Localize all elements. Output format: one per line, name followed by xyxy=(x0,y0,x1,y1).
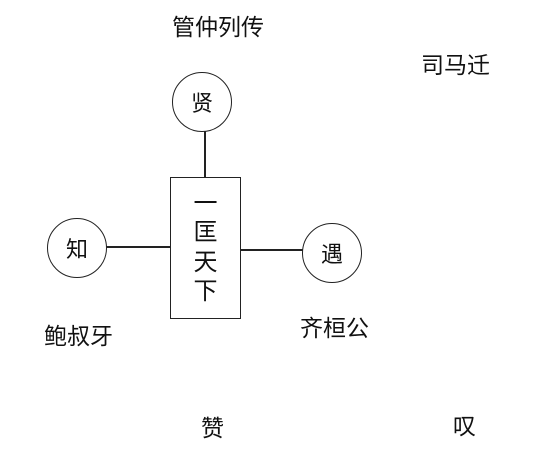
connector-top xyxy=(204,131,206,178)
author-label: 司马迁 xyxy=(421,53,490,79)
center-char: 下 xyxy=(193,277,218,305)
top-node-label: 贤 xyxy=(190,92,213,117)
center-char: 匡 xyxy=(193,218,218,246)
bottom-right-label: 叹 xyxy=(453,414,476,440)
right-caption: 齐桓公 xyxy=(300,316,369,342)
left-node: 知 xyxy=(47,218,107,278)
right-node: 遇 xyxy=(302,223,362,283)
connector-right xyxy=(240,249,303,251)
center-char: 天 xyxy=(193,248,218,276)
bottom-left-label: 赞 xyxy=(201,416,224,442)
top-node: 贤 xyxy=(172,72,232,132)
center-char: 一 xyxy=(193,189,218,217)
diagram-title: 管仲列传 xyxy=(172,15,264,41)
right-node-label: 遇 xyxy=(320,243,343,268)
left-caption: 鲍叔牙 xyxy=(44,324,113,350)
connector-left xyxy=(106,246,171,248)
center-box: 一 匡 天 下 xyxy=(170,177,241,319)
left-node-label: 知 xyxy=(65,238,88,263)
